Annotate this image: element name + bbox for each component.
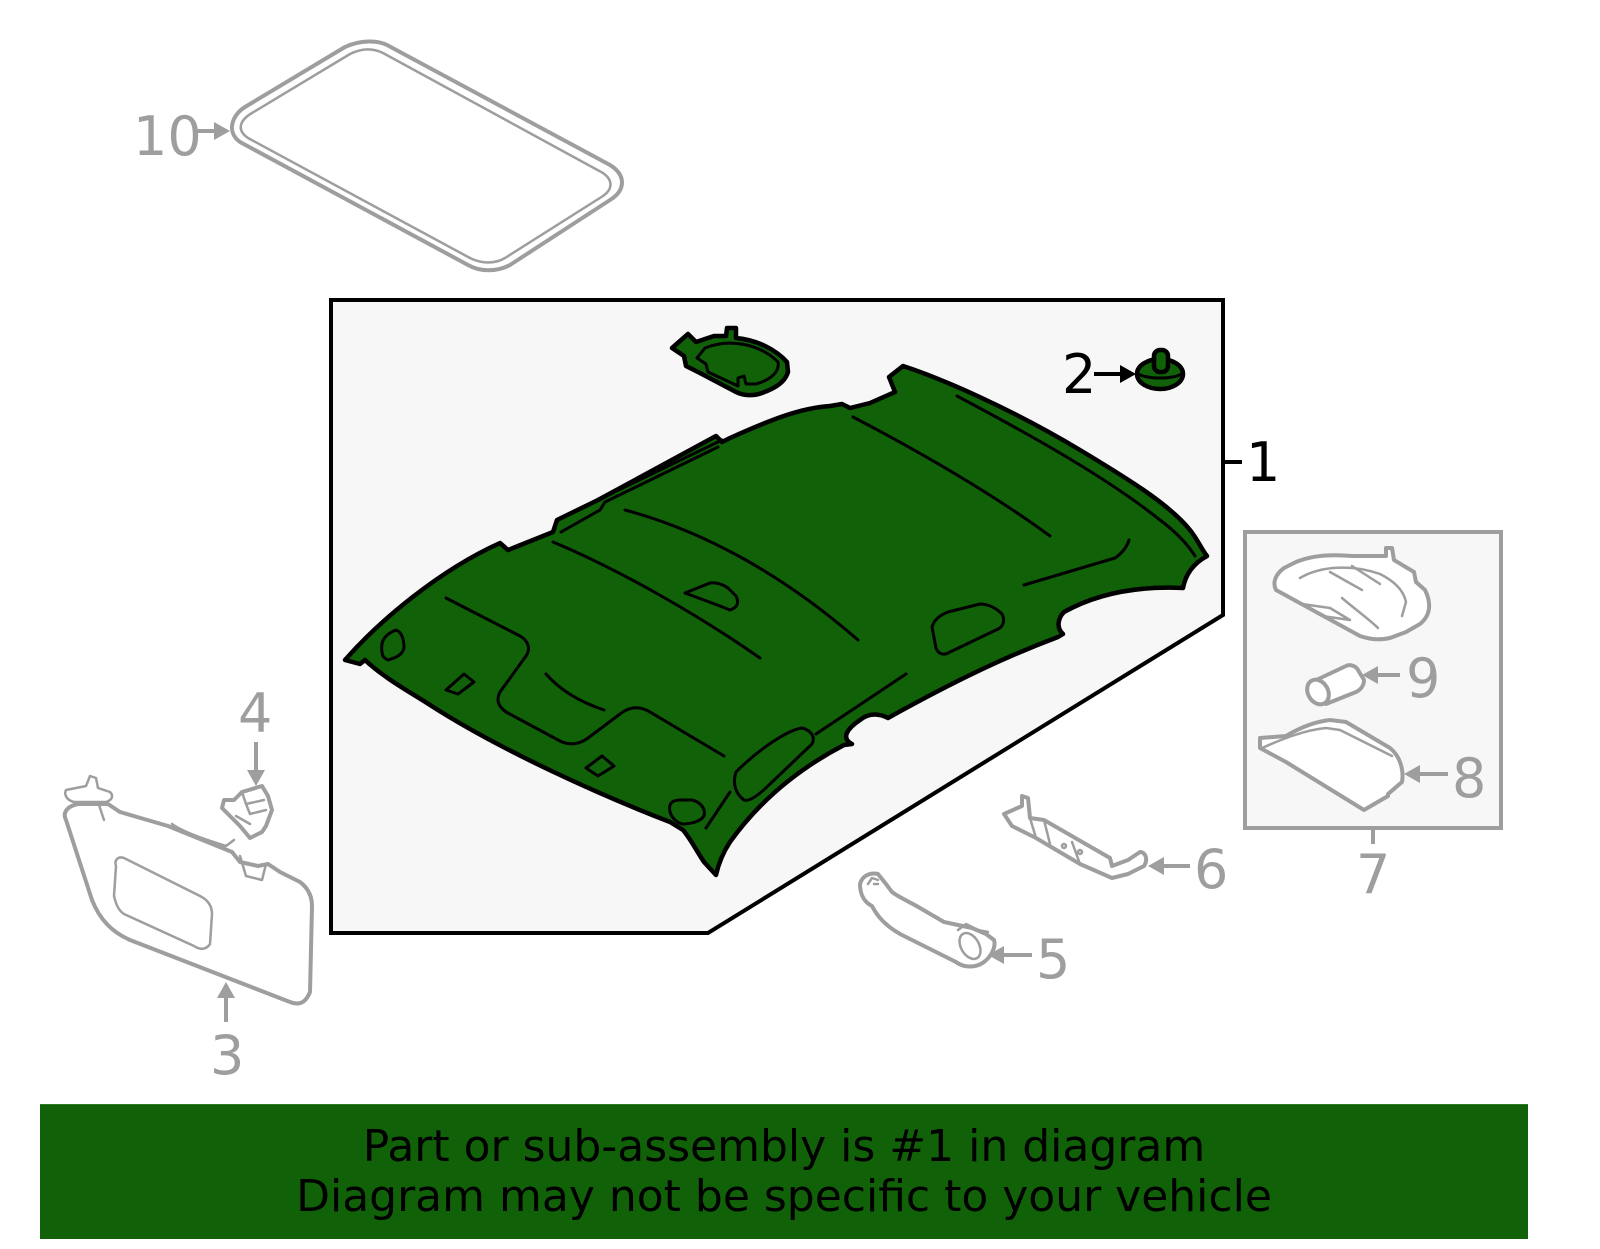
- callout-4: 4: [238, 682, 272, 786]
- callout-9: 9: [1362, 647, 1440, 710]
- callout-1-label: 1: [1246, 431, 1280, 494]
- callout-5: 5: [988, 928, 1070, 991]
- part-4-visor-clip[interactable]: [220, 784, 274, 840]
- callout-9-label: 9: [1406, 647, 1440, 710]
- part-7-dome-lamp[interactable]: [1272, 546, 1432, 642]
- arrow-icon: [988, 946, 1004, 964]
- callout-3: 3: [210, 982, 244, 1087]
- arrow-icon: [217, 982, 235, 998]
- arrow-icon: [1148, 857, 1164, 875]
- arrow-icon: [1404, 765, 1420, 783]
- part-9-bulb[interactable]: [1303, 663, 1366, 708]
- callout-2: 2: [1062, 343, 1136, 406]
- callout-10: 10: [133, 105, 230, 168]
- callout-6: 6: [1148, 838, 1228, 901]
- part-2-clip[interactable]: [1134, 347, 1186, 392]
- callout-3-label: 3: [210, 1024, 244, 1087]
- banner-line-1: Part or sub-assembly is #1 in diagram: [362, 1121, 1206, 1172]
- callout-5-label: 5: [1036, 928, 1070, 991]
- part-8-lens[interactable]: [1258, 718, 1405, 812]
- callout-7-label: 7: [1356, 843, 1390, 906]
- callout-4-label: 4: [238, 682, 272, 745]
- callout-8: 8: [1404, 747, 1486, 810]
- arrow-icon: [214, 122, 230, 140]
- banner-line-2: Diagram may not be specific to your vehi…: [296, 1171, 1272, 1222]
- part-6-bracket[interactable]: [1002, 794, 1149, 880]
- arrow-icon: [1120, 365, 1136, 383]
- callout-10-label: 10: [133, 105, 202, 168]
- arrow-icon: [1362, 666, 1378, 684]
- callout-1: 1: [1223, 431, 1280, 494]
- info-banner: Part or sub-assembly is #1 in diagram Di…: [40, 1104, 1528, 1239]
- callout-6-label: 6: [1194, 838, 1228, 901]
- part-3-sun-visor[interactable]: [62, 774, 314, 1006]
- part-10-weatherstrip[interactable]: [230, 39, 624, 273]
- part-lamp-bezel[interactable]: [669, 325, 791, 398]
- callout-8-label: 8: [1452, 747, 1486, 810]
- part-1-headliner[interactable]: [342, 363, 1210, 878]
- callout-2-label: 2: [1062, 343, 1096, 406]
- part-5-grab-handle[interactable]: [858, 871, 997, 969]
- arrow-icon: [247, 770, 265, 786]
